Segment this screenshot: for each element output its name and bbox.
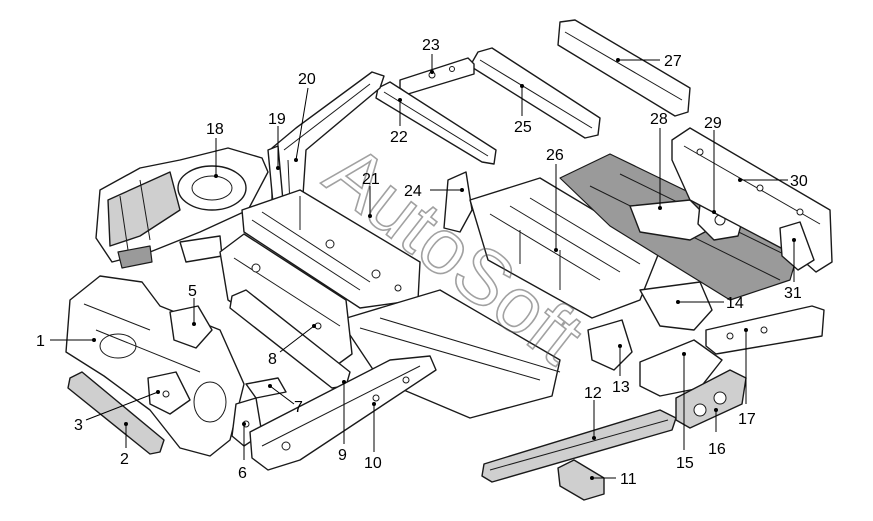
part-12-rear-sill	[481, 409, 677, 483]
callout-10: 10	[364, 455, 382, 472]
part-16-plate	[675, 369, 747, 429]
part-26-rear-floor	[469, 177, 661, 319]
callout-6: 6	[238, 465, 247, 482]
callout-2: 2	[120, 451, 129, 468]
callout-28: 28	[650, 111, 668, 128]
part-27-rear-rail	[557, 19, 691, 117]
part-17-side-member	[705, 305, 825, 355]
panel-drawings	[65, 19, 833, 501]
callout-30: 30	[790, 173, 808, 190]
callout-24: 24	[404, 183, 422, 200]
callout-12: 12	[584, 385, 602, 402]
callout-14: 14	[726, 295, 744, 312]
callout-9: 9	[338, 447, 347, 464]
part-24-bracket	[443, 171, 473, 233]
part-10-sill	[249, 355, 437, 471]
callout-8: 8	[268, 351, 277, 368]
callout-3: 3	[74, 417, 83, 434]
part-7-plate	[245, 377, 287, 399]
callout-18: 18	[206, 121, 224, 138]
callout-13: 13	[612, 379, 630, 396]
part-5-bracket	[169, 305, 213, 349]
callout-29: 29	[704, 115, 722, 132]
callout-7: 7	[294, 399, 303, 416]
callout-22: 22	[390, 129, 408, 146]
part-8-inner-panel	[219, 233, 353, 371]
part-22-long-rail	[375, 81, 497, 165]
part-3-bracket	[147, 371, 191, 415]
part-14-support	[639, 281, 713, 331]
callout-26: 26	[546, 147, 564, 164]
part-18-wheel-housing	[95, 147, 269, 269]
part-2-strip	[67, 371, 165, 455]
callout-19: 19	[268, 111, 286, 128]
callout-leaders	[50, 54, 796, 480]
callout-23: 23	[422, 37, 440, 54]
callout-11: 11	[620, 471, 637, 488]
part-31-end-cap	[779, 221, 815, 271]
part-11-block	[557, 459, 605, 501]
callout-17: 17	[738, 411, 756, 428]
callout-21: 21	[362, 171, 380, 188]
callout-20: 20	[298, 71, 316, 88]
callout-16: 16	[708, 441, 726, 458]
callout-31: 31	[784, 285, 802, 302]
part-25-side-rail	[469, 47, 601, 139]
part-23-bracket	[399, 57, 475, 95]
part-1-bulkhead	[65, 275, 245, 457]
callout-numbers: 1 2 3 5 6 7 8 9 10 11 12 13 14 15 16 17 …	[36, 37, 808, 488]
callout-15: 15	[676, 455, 694, 472]
part-28-floor-mat	[559, 153, 801, 301]
callout-27: 27	[664, 53, 682, 70]
part-13-bracket	[587, 319, 633, 371]
callout-5: 5	[188, 283, 197, 300]
callout-1: 1	[36, 333, 45, 350]
callout-25: 25	[514, 119, 532, 136]
